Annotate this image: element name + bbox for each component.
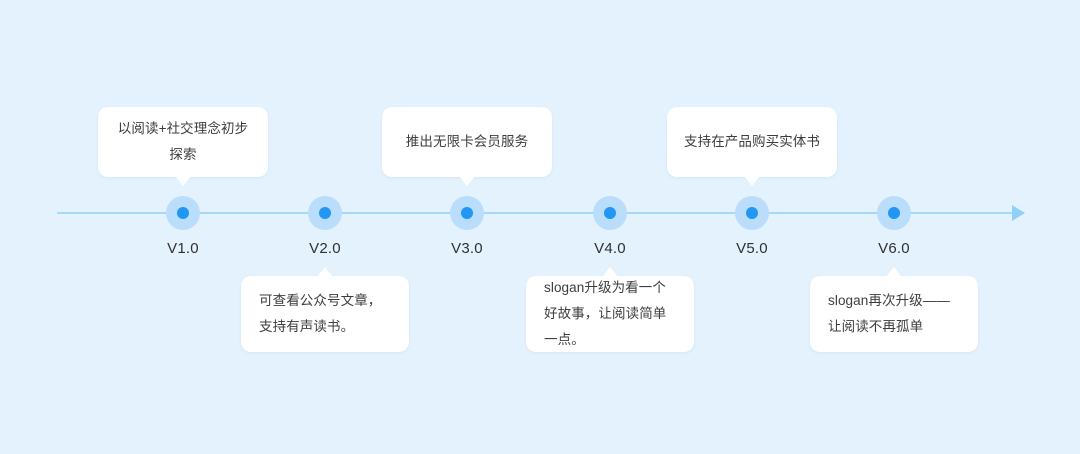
marker-dot-icon: [177, 207, 189, 219]
timeline-marker-v3[interactable]: [450, 196, 484, 230]
timeline-marker-v5[interactable]: [735, 196, 769, 230]
milestone-card-v5: 支持在产品购买实体书: [667, 107, 837, 186]
card-tail-icon: [744, 176, 760, 186]
version-label-v2: V2.0: [309, 240, 341, 257]
milestone-card-text: 以阅读+社交理念初步探索: [117, 121, 249, 162]
timeline-marker-v1[interactable]: [166, 196, 200, 230]
milestone-card-v4: slogan升级为看一个好故事，让阅读简单一点。: [526, 267, 694, 352]
version-label-v5: V5.0: [736, 240, 768, 257]
timeline-marker-v6[interactable]: [877, 196, 911, 230]
card-tail-icon: [886, 267, 902, 277]
marker-dot-icon: [319, 207, 331, 219]
milestone-card-v1: 以阅读+社交理念初步探索: [98, 107, 268, 186]
milestone-card-text: slogan升级为看一个好故事，让阅读简单一点。: [544, 280, 667, 347]
card-tail-icon: [317, 267, 333, 277]
milestone-card-v3: 推出无限卡会员服务: [382, 107, 552, 186]
version-label-v1: V1.0: [167, 240, 199, 257]
milestone-card-v2: 可查看公众号文章，支持有声读书。: [241, 267, 409, 352]
version-label-v4: V4.0: [594, 240, 626, 257]
milestone-card-v6: slogan再次升级——让阅读不再孤单: [810, 267, 978, 352]
milestone-card-text: 可查看公众号文章，支持有声读书。: [259, 293, 382, 334]
timeline-axis-line: [57, 212, 1015, 214]
timeline-arrow-icon: [1012, 205, 1025, 221]
marker-dot-icon: [888, 207, 900, 219]
milestone-card-text: 推出无限卡会员服务: [405, 134, 529, 149]
card-tail-icon: [459, 176, 475, 186]
milestone-card-text: slogan再次升级——让阅读不再孤单: [828, 293, 950, 334]
card-tail-icon: [602, 267, 618, 277]
milestone-card-text: 支持在产品购买实体书: [684, 134, 820, 149]
marker-dot-icon: [746, 207, 758, 219]
marker-dot-icon: [604, 207, 616, 219]
version-label-v3: V3.0: [451, 240, 483, 257]
card-tail-icon: [175, 176, 191, 186]
timeline-marker-v2[interactable]: [308, 196, 342, 230]
marker-dot-icon: [461, 207, 473, 219]
version-label-v6: V6.0: [878, 240, 910, 257]
timeline-marker-v4[interactable]: [593, 196, 627, 230]
